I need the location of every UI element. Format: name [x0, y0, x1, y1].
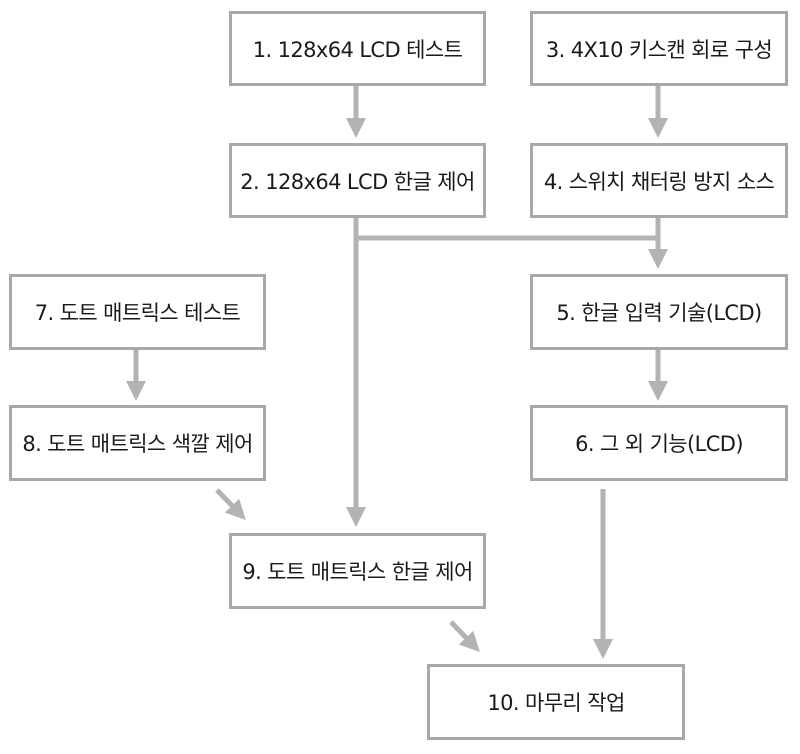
node-1-lcd-test: 1. 128x64 LCD 테스트 [229, 11, 486, 86]
node-5-hangul-input: 5. 한글 입력 기술(LCD) [530, 274, 788, 350]
node-6-other-features: 6. 그 외 기능(LCD) [530, 405, 788, 481]
connector-n8-to-n9 [215, 488, 246, 521]
node-6-label: 6. 그 외 기능(LCD) [575, 432, 743, 456]
node-5-label: 5. 한글 입력 기술(LCD) [556, 301, 762, 325]
node-2-label: 2. 128x64 LCD 한글 제어 [240, 169, 475, 194]
node-10-label: 10. 마무리 작업 [487, 691, 625, 715]
node-9-label: 9. 도트 매트릭스 한글 제어 [242, 560, 473, 584]
node-2-lcd-hangul-control: 2. 128x64 LCD 한글 제어 [229, 143, 486, 218]
node-7-label: 7. 도트 매트릭스 테스트 [34, 301, 241, 325]
node-7-dot-matrix-test: 7. 도트 매트릭스 테스트 [9, 274, 266, 350]
node-3-keyscan-circuit: 3. 4X10 키스캔 회로 구성 [530, 11, 788, 86]
connector-n9-to-n10 [449, 620, 480, 653]
node-8-label: 8. 도트 매트릭스 색깔 제어 [22, 432, 253, 456]
node-9-dot-matrix-hangul: 9. 도트 매트릭스 한글 제어 [229, 533, 486, 609]
node-10-finishing: 10. 마무리 작업 [427, 664, 685, 740]
node-4-switch-debounce: 4. 스위치 채터링 방지 소스 [530, 143, 788, 218]
node-8-dot-matrix-color: 8. 도트 매트릭스 색깔 제어 [9, 405, 266, 481]
node-1-label: 1. 128x64 LCD 테스트 [252, 37, 463, 62]
node-3-label: 3. 4X10 키스캔 회로 구성 [545, 37, 773, 62]
node-4-label: 4. 스위치 채터링 방지 소스 [543, 169, 775, 194]
